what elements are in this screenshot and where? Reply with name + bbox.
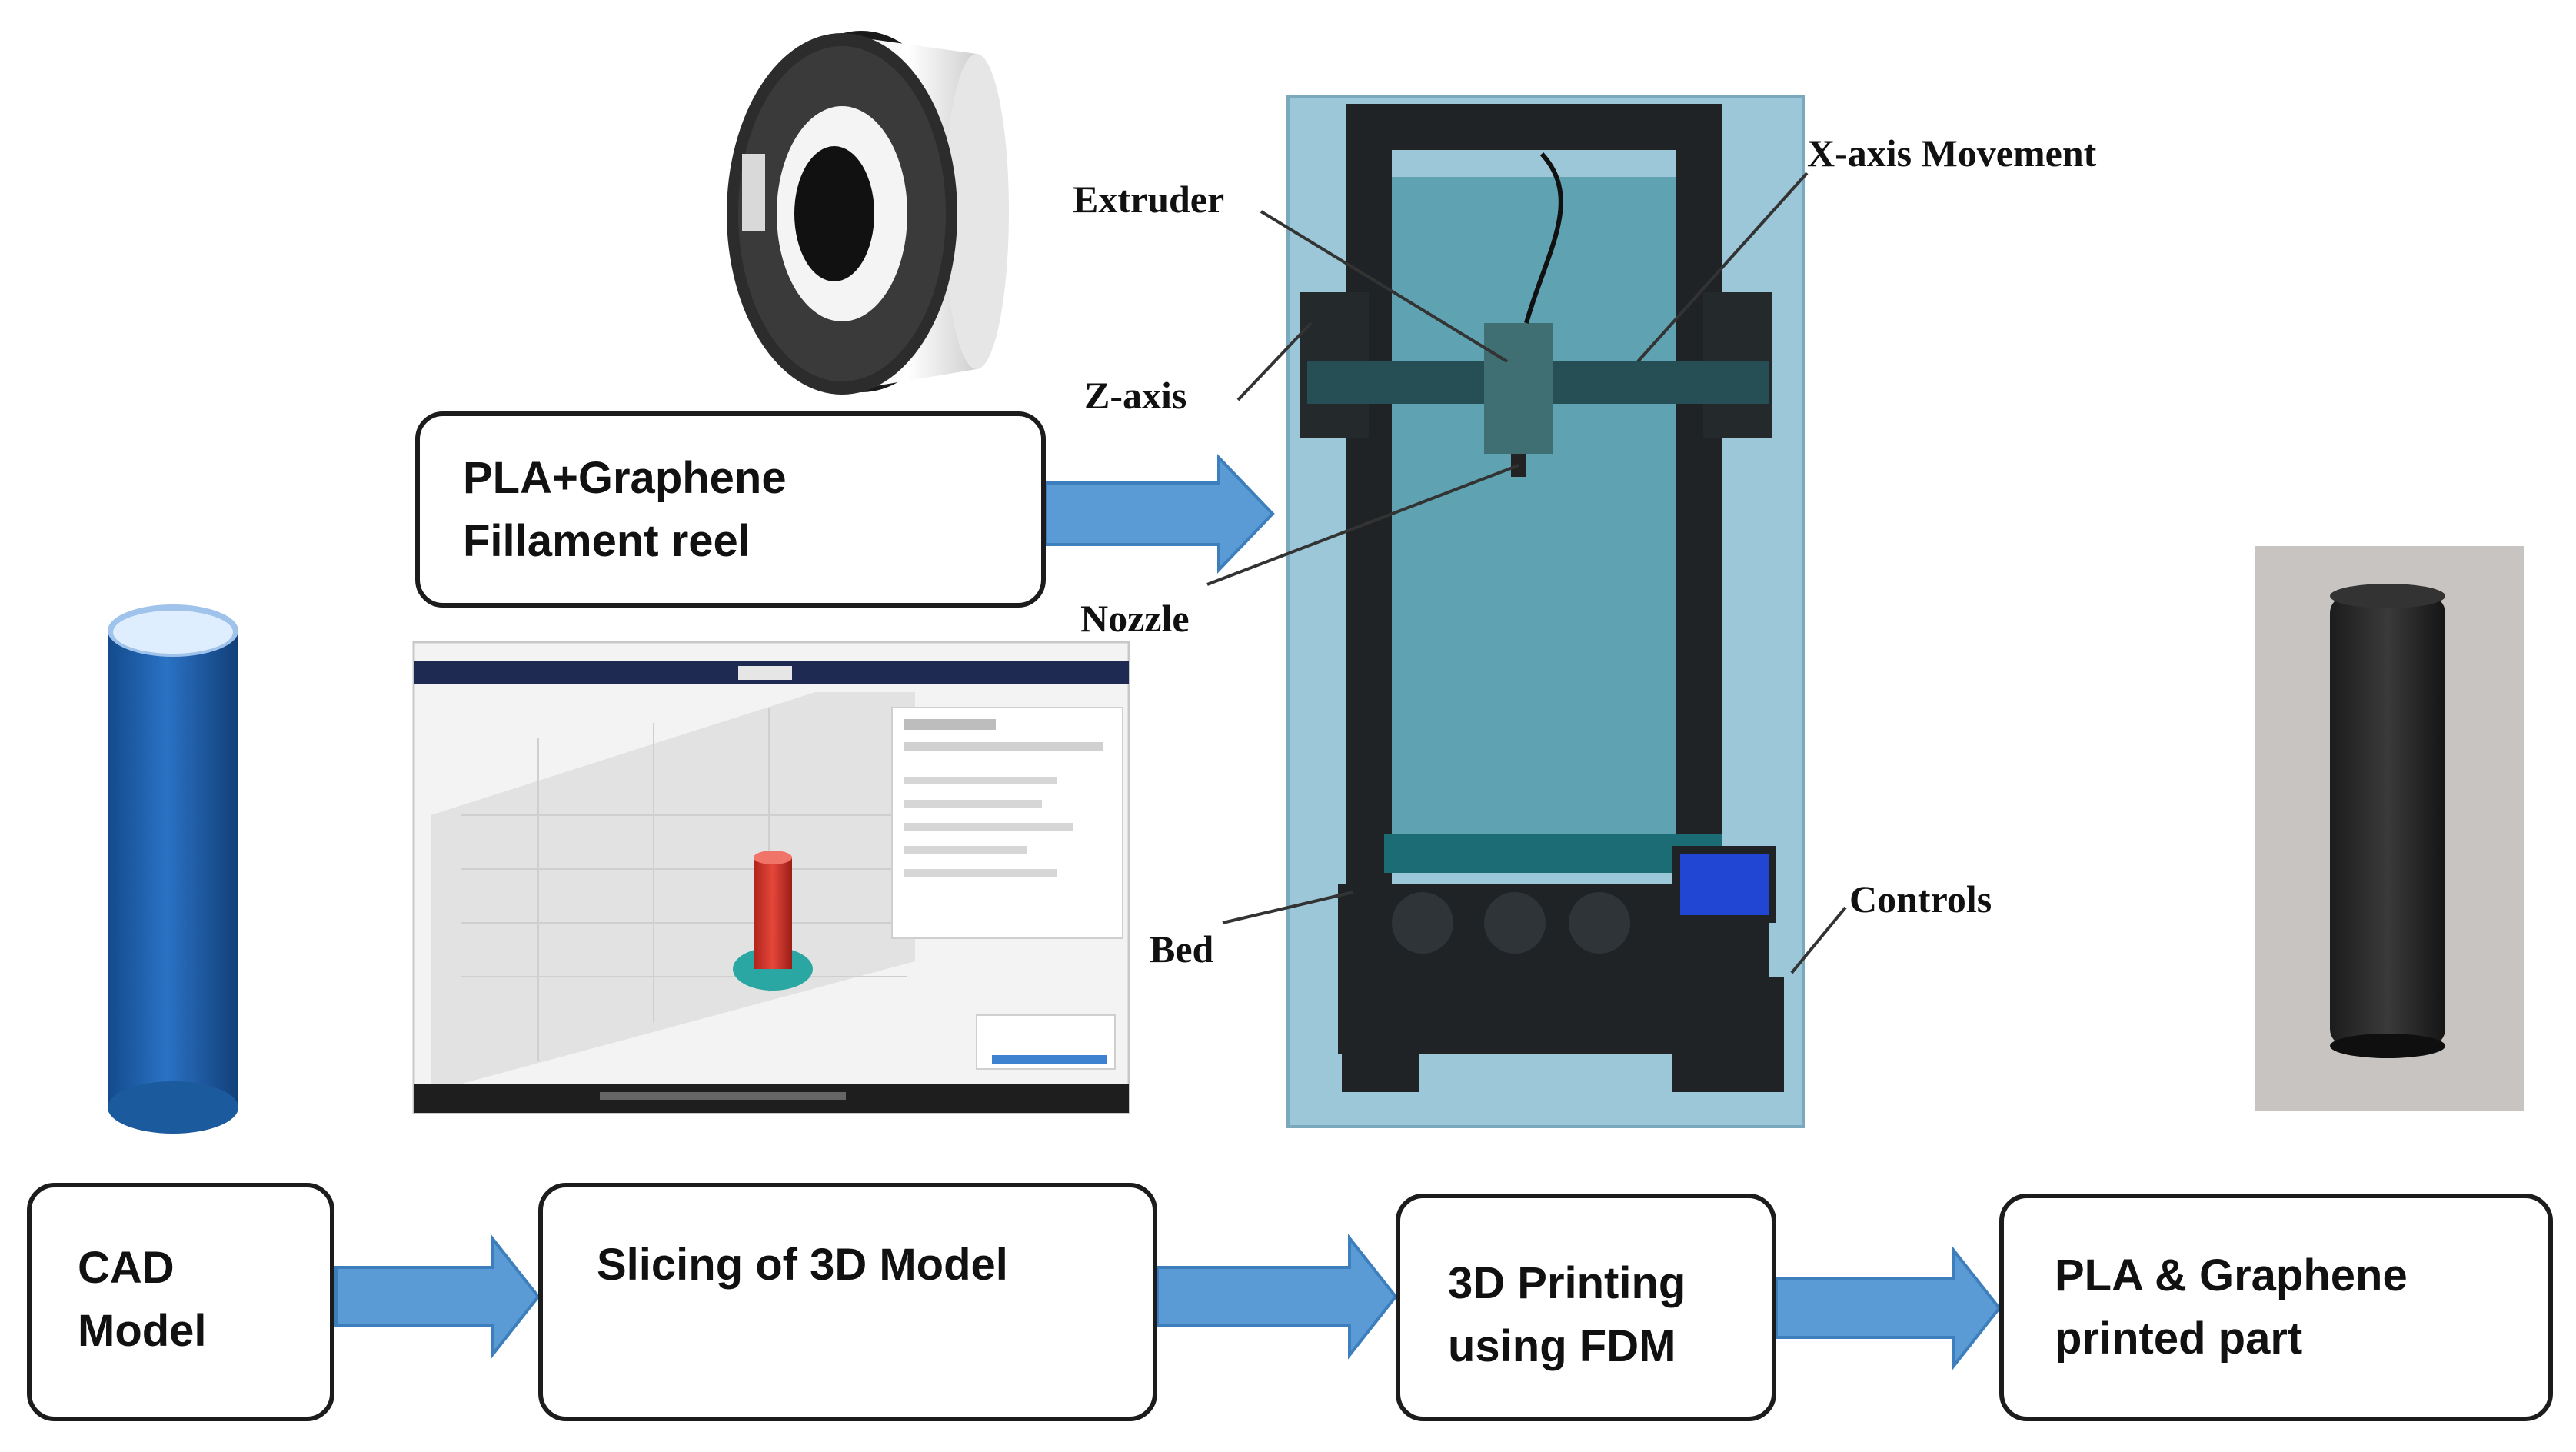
cad-cylinder-image (108, 604, 238, 1134)
step-slicing: Slicing of 3D Model (538, 1183, 1157, 1421)
step-cad-model: CAD Model (27, 1183, 334, 1421)
callout-x-axis: X-axis Movement (1807, 132, 2097, 175)
slicer-screenshot-image (412, 641, 1130, 1114)
callout-controls: Controls (1849, 878, 1992, 921)
right-arrow-icon (334, 1234, 541, 1360)
right-arrow-icon (1775, 1245, 2002, 1371)
filament-spool-image (727, 31, 1009, 395)
step-cad-model-label: CAD Model (78, 1243, 207, 1356)
step-printed-part-label: PLA & Graphene printed part (2055, 1251, 2408, 1364)
printed-part-image (2255, 546, 2524, 1111)
step-3d-printing-label: 3D Printing using FDM (1448, 1258, 1686, 1371)
callout-bed: Bed (1150, 927, 1214, 971)
right-arrow-icon (1156, 1234, 1398, 1360)
filament-reel-box: PLA+Graphene Fillament reel (415, 411, 1046, 608)
callout-leaders (1206, 172, 1847, 974)
filament-reel-label: PLA+Graphene Fillament reel (463, 453, 787, 566)
right-arrow-icon (1044, 454, 1275, 574)
step-printed-part: PLA & Graphene printed part (1999, 1194, 2553, 1421)
callout-extruder: Extruder (1073, 178, 1225, 221)
callout-z-axis: Z-axis (1084, 374, 1187, 417)
step-slicing-label: Slicing of 3D Model (597, 1240, 1008, 1290)
fdm-printer-image (1286, 95, 1805, 1128)
step-3d-printing: 3D Printing using FDM (1396, 1194, 1776, 1421)
callout-nozzle: Nozzle (1080, 597, 1190, 640)
